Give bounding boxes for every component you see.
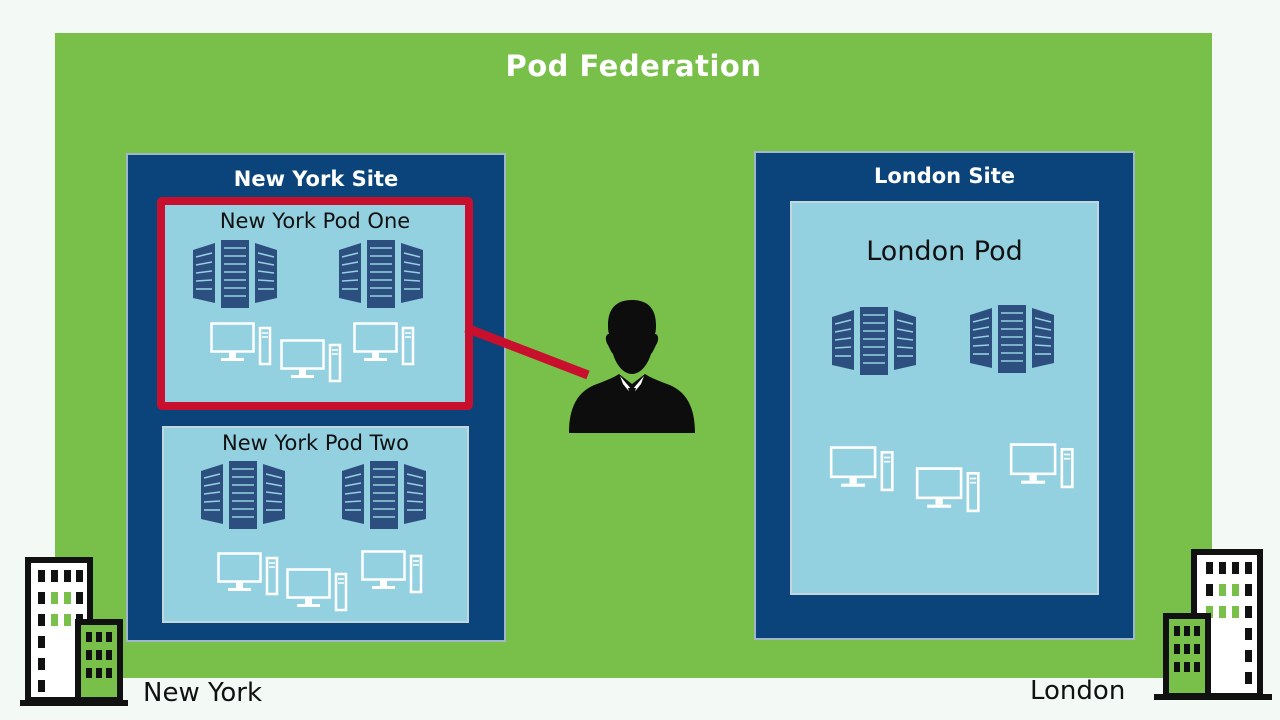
connector-line bbox=[464, 323, 590, 380]
federation-title: Pod Federation bbox=[505, 49, 762, 83]
london-pod: London Pod bbox=[790, 201, 1099, 595]
new-york-pod-one: New York Pod One bbox=[157, 197, 473, 410]
london-site-title: London Site bbox=[873, 164, 1016, 188]
server-rack-icon bbox=[193, 240, 277, 308]
new-york-label: New York bbox=[143, 678, 263, 708]
desktop-computer-icon bbox=[910, 467, 986, 513]
server-rack-icon bbox=[201, 461, 285, 529]
server-rack-icon bbox=[832, 307, 916, 375]
new-york-site: New York Site New York Pod One New York … bbox=[126, 153, 506, 642]
desktop-computer-icon bbox=[286, 568, 348, 612]
desktop-computer-icon bbox=[210, 322, 272, 366]
new-york-pod-two: New York Pod Two bbox=[162, 426, 469, 623]
new-york-site-title: New York Site bbox=[233, 167, 399, 191]
pod-title: New York Pod Two bbox=[222, 431, 409, 455]
london-label: London bbox=[1030, 676, 1126, 706]
pod-federation-area: Pod Federation New York Site New York Po… bbox=[55, 33, 1212, 678]
server-rack-icon bbox=[339, 240, 423, 308]
desktop-computer-icon bbox=[217, 552, 279, 596]
desktop-computer-icon bbox=[361, 550, 423, 594]
desktop-computer-icon bbox=[824, 446, 900, 492]
businessman-icon bbox=[569, 300, 695, 433]
desktop-computer-icon bbox=[1004, 443, 1080, 489]
pod-title: London Pod bbox=[866, 236, 1023, 267]
desktop-computer-icon bbox=[280, 339, 342, 383]
new-york-buildings-icon bbox=[20, 557, 128, 706]
server-rack-icon bbox=[342, 461, 426, 529]
london-site: London Site London Pod bbox=[754, 151, 1135, 640]
desktop-computer-icon bbox=[353, 322, 415, 366]
server-rack-icon bbox=[970, 305, 1054, 373]
london-buildings-icon bbox=[1154, 549, 1272, 700]
pod-title: New York Pod One bbox=[219, 209, 411, 233]
